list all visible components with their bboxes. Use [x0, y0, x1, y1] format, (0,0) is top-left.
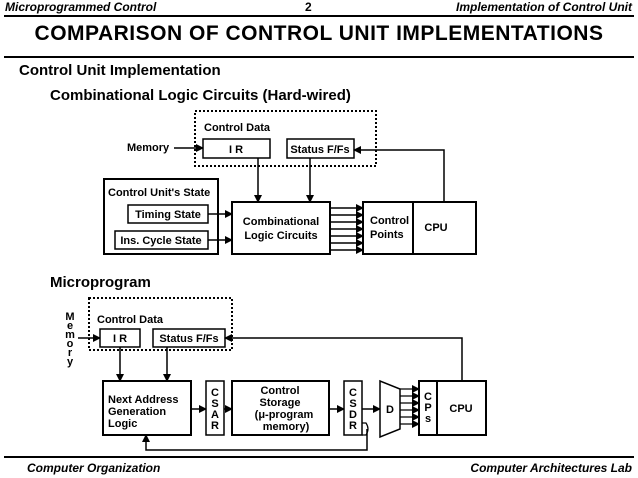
hw-points-line2: Points [370, 229, 404, 241]
svg-text:D: D [349, 409, 357, 421]
mp-csar-label: C S A R [211, 387, 219, 432]
hardwired-heading: Combinational Logic Circuits (Hard-wired… [50, 87, 351, 104]
svg-text:R: R [211, 420, 219, 432]
mp-nag-line1: Next Address [108, 394, 179, 406]
hw-logic-line1: Combinational [243, 216, 319, 228]
mp-cpu-feedback-arrow [224, 334, 463, 381]
mp-cpu-box [418, 380, 487, 436]
mp-status-label: Status F/Fs [159, 333, 218, 345]
microprogram-heading: Microprogram [50, 274, 151, 291]
hw-control-signal-arrows [330, 204, 364, 254]
mp-cps-label: C P s [424, 391, 432, 425]
hw-timing-state-label: Timing State [135, 209, 201, 221]
slide-title: COMPARISON OF CONTROL UNIT IMPLEMENTATIO… [34, 22, 604, 45]
mp-decoder-shape [379, 379, 401, 439]
svg-text:e: e [67, 320, 73, 332]
hw-state-group [103, 178, 219, 255]
hw-memory-label: Memory [127, 142, 170, 154]
mp-csdr-box [343, 380, 363, 436]
microprogram-diagram: M e m o r y Control Data I R Status F/Fs… [65, 297, 487, 451]
hw-ir-box [202, 138, 271, 159]
svg-text:s: s [425, 413, 431, 425]
mp-csar-box [205, 380, 225, 436]
header-topic: Implementation of Control Unit [456, 0, 632, 14]
mp-storage-line1: Control [260, 385, 299, 397]
mp-storage-line2: Storage [260, 397, 301, 409]
footer-rule [4, 456, 634, 458]
footer-course: Computer Organization [27, 461, 161, 475]
hw-logic-line2: Logic Circuits [244, 230, 317, 242]
hw-points-line1: Control [370, 215, 409, 227]
mp-decoder-output-arrows [400, 385, 420, 428]
mp-storage-line3: (μ-program [255, 409, 314, 421]
mp-csdr-label: C S D R [349, 387, 357, 432]
mp-csdr-branch-bracket [362, 422, 369, 436]
svg-text:M: M [65, 311, 74, 323]
header-rule [4, 15, 634, 17]
hw-cpu-label: CPU [424, 222, 447, 234]
mp-decoder-label: D [386, 404, 394, 416]
hw-ir-label: I R [229, 144, 243, 156]
mp-next-address-feedback-arrow [142, 429, 368, 451]
mp-control-data-label: Control Data [97, 314, 164, 326]
hardwired-diagram: Control Data Memory I R Status F/Fs Cont… [103, 110, 477, 255]
svg-text:S: S [211, 398, 218, 410]
mp-nag-line3: Logic [108, 418, 137, 430]
mp-nag-line2: Generation [108, 406, 166, 418]
hw-cpu-box [362, 201, 477, 255]
svg-text:r: r [68, 347, 73, 359]
footer-lab: Computer Architectures Lab [470, 461, 632, 475]
hw-logic-box [231, 201, 331, 255]
svg-text:m: m [65, 329, 75, 341]
title-rule [4, 56, 634, 58]
hw-control-data-label: Control Data [204, 122, 271, 134]
svg-text:A: A [211, 409, 219, 421]
mp-control-storage-box [231, 380, 330, 436]
page-number: 2 [305, 0, 312, 14]
mp-cpu-label: CPU [449, 403, 472, 415]
svg-text:o: o [67, 338, 74, 350]
mp-ir-label: I R [113, 333, 127, 345]
svg-text:R: R [349, 420, 357, 432]
svg-text:y: y [67, 356, 74, 368]
header-course-title: Microprogrammed Control [5, 0, 157, 14]
svg-text:C: C [211, 387, 219, 399]
section-heading: Control Unit Implementation [19, 62, 221, 79]
hw-cpu-feedback-arrow [353, 146, 445, 202]
svg-text:C: C [349, 387, 357, 399]
mp-memory-vertical-label: M e m o r y [65, 311, 75, 368]
mp-storage-line4: memory) [263, 421, 310, 433]
mp-control-data-group [88, 297, 233, 351]
hw-status-label: Status F/Fs [290, 144, 349, 156]
hw-cycle-state-label: Ins. Cycle State [120, 235, 201, 247]
svg-text:P: P [424, 402, 431, 414]
hw-control-data-group [194, 110, 377, 167]
mp-next-address-box [102, 380, 192, 436]
svg-text:C: C [424, 391, 432, 403]
svg-text:S: S [349, 398, 356, 410]
hw-state-group-label: Control Unit's State [108, 187, 210, 199]
